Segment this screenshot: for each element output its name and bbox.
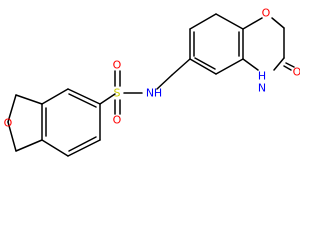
bond-layer [7,13,295,157]
bond [67,88,101,105]
bond [41,88,69,105]
atom-label-layer: O S O O N H O H N O [4,7,300,130]
bond [215,13,244,30]
ring-oxygen-label: O [4,117,13,130]
bond [68,136,97,152]
lactam-hydrogen-label: H [258,70,266,83]
sulfonyl-oxygen-bottom-label: O [113,114,122,127]
bond [68,93,97,108]
bond [156,74,173,90]
bond [7,94,17,123]
bond [273,57,285,71]
bond [285,62,295,68]
bond [99,93,116,105]
bond [189,13,217,30]
sulfonamide-hydrogen-label: H [154,87,162,100]
bond [215,58,244,75]
sulfur-label: S [114,87,121,100]
bond [189,58,217,75]
bond [15,94,43,105]
oxazine-oxygen-label: O [262,7,271,20]
bond [194,57,216,70]
molecule-structure: O S O O N H O H N O [4,7,300,157]
sulfonyl-oxygen-top-label: O [113,59,122,72]
bond [67,139,101,157]
bond [242,17,263,30]
bond [171,58,191,76]
bond [242,58,259,71]
sulfonamide-nitrogen-label: N [146,87,154,100]
bond [271,17,285,29]
bond [283,65,292,71]
bond [41,139,69,157]
lactam-nitrogen-label: N [258,82,266,95]
bond [7,121,17,152]
carbonyl-oxygen-label: O [293,66,300,79]
bond [15,139,43,152]
